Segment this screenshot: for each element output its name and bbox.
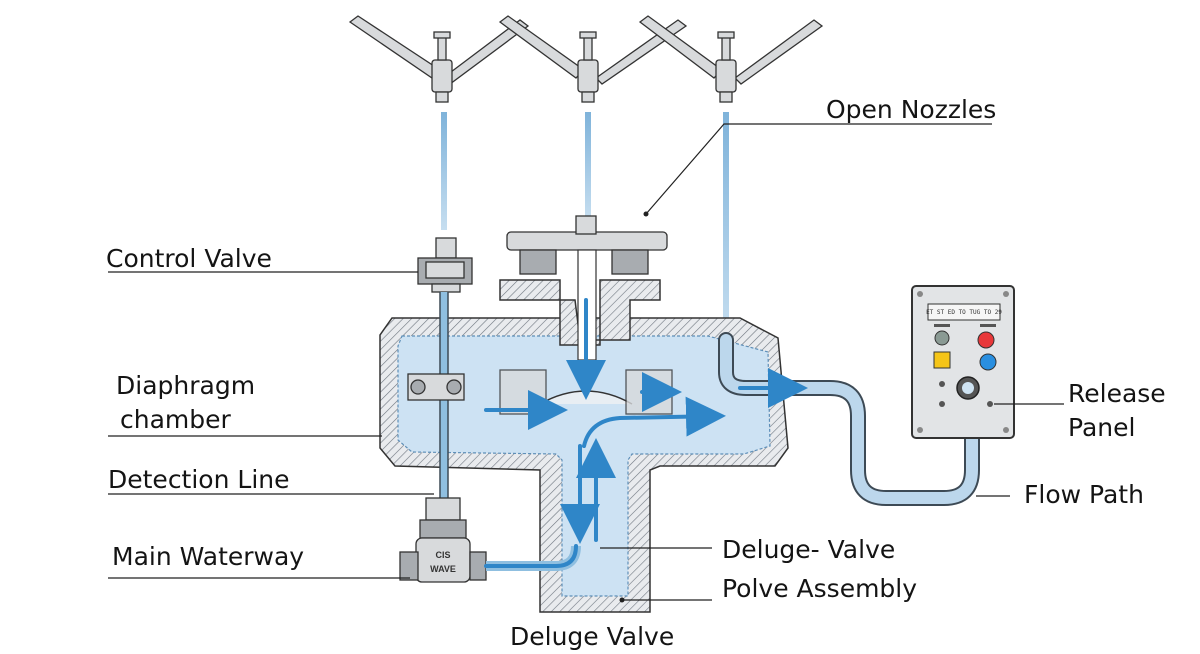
bonnet-cap (506, 231, 668, 251)
label-release-panel-line1: Release (1068, 379, 1166, 408)
label-main-waterway: Main Waterway (112, 542, 304, 571)
label-diaphragm-chamber-line2: chamber (120, 405, 232, 434)
indicator-red-light (977, 331, 995, 349)
label-control-valve: Control Valve (106, 244, 272, 273)
label-flow-path: Flow Path (1024, 480, 1144, 509)
label-open-nozzles: Open Nozzles (826, 95, 996, 124)
spray-stream-left (441, 112, 447, 230)
nozzle-head-right (638, 15, 824, 340)
label-detection-line: Detection Line (108, 465, 290, 494)
spray-stream-right (723, 112, 729, 340)
detection-line-pipe (407, 292, 465, 520)
indicator-blue-light (979, 353, 997, 371)
panel-display (927, 303, 1001, 321)
label-release-panel-line2: Panel (1068, 413, 1135, 442)
release-panel: ET ST ED TO TUG TO 29 (911, 285, 1015, 439)
label-deluge-valve-line1: Deluge- Valve (722, 535, 895, 564)
internal-flow-arrows (484, 298, 726, 544)
leader-lines (108, 123, 1064, 603)
bonnet-stem (575, 215, 597, 235)
label-deluge-valve-line2: Polve Assembly (722, 574, 917, 603)
control-valve (417, 237, 473, 293)
nozzle-head-center (498, 15, 688, 220)
panel-display-text: ET ST ED TO TUG TO 29 (926, 309, 1002, 316)
label-diaphragm-chamber-line1: Diaphragm (116, 371, 255, 400)
indicator-yellow-light (933, 351, 951, 369)
flow-path-pipe (718, 332, 980, 506)
gate-valve-text-2: WAVE (430, 564, 456, 574)
gate-valve-text-1: CIS (435, 550, 450, 560)
nozzle-head-left (348, 15, 530, 230)
spray-stream-center (585, 112, 591, 220)
indicator-gray-light (934, 330, 950, 346)
main-gate-valve: CIS WAVE (399, 497, 487, 583)
label-deluge-valve-bottom: Deluge Valve (510, 622, 674, 651)
